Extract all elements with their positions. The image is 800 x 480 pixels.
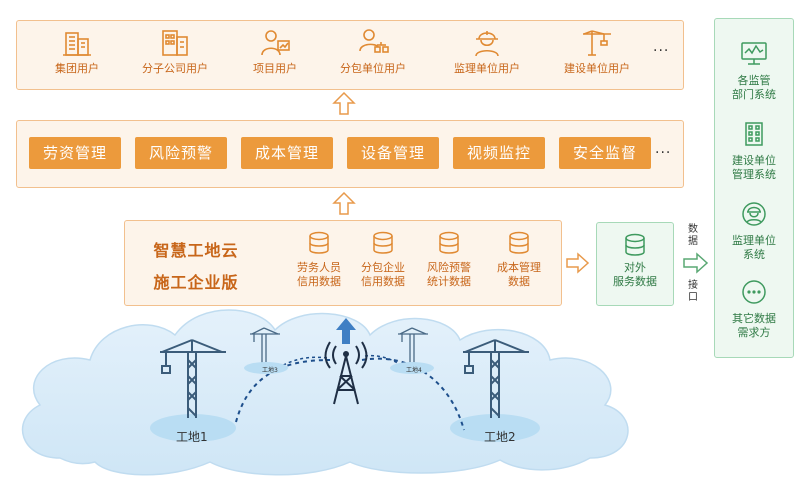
module-labor[interactable]: 劳资管理	[29, 137, 121, 169]
side-item-other-demand[interactable]: 其它数据需求方	[715, 279, 793, 340]
cloud-platform-box: 智慧工地云 施工企业版 劳务人员 信用数据 分包企业 信用数据 风险预警 统计数…	[124, 220, 562, 306]
db-risk-stats[interactable]: 风险预警 统计数据	[413, 231, 485, 289]
site3-base	[244, 362, 288, 374]
user-group[interactable]: 集团用户	[27, 27, 127, 76]
crane-icon	[583, 30, 611, 56]
site1-label: 工地1	[176, 430, 208, 444]
module-risk[interactable]: 风险预警	[135, 137, 227, 169]
side-label-line2: 部门系统	[732, 88, 776, 101]
crane-site2	[463, 339, 529, 418]
database-icon	[625, 233, 645, 256]
user-label: 监理单位用户	[454, 62, 520, 75]
building-icon	[745, 122, 763, 146]
site2-base	[450, 414, 540, 442]
uplink-arrow	[336, 318, 356, 344]
side-label-line2: 系统	[743, 248, 765, 261]
database-icon	[439, 231, 459, 254]
crane-site4	[398, 327, 428, 366]
side-label: 各监管部门系统	[715, 74, 793, 102]
interface-label-bottom: 接口	[688, 280, 698, 303]
presenter-icon	[261, 30, 290, 56]
database-icon	[373, 231, 393, 254]
user-subcontractor[interactable]: 分包单位用户	[323, 27, 423, 76]
signal-tower	[324, 341, 368, 405]
worker-icon	[742, 202, 766, 226]
crane-site3	[250, 327, 280, 366]
up-arrow-icon	[332, 92, 356, 115]
db-label: 劳务人员	[297, 261, 341, 274]
building-icon	[63, 32, 91, 56]
side-label: 其它数据需求方	[715, 312, 793, 340]
db-label: 数据	[508, 275, 530, 288]
db-label: 统计数据	[427, 275, 471, 288]
cloud-title-line1: 智慧工地云	[153, 241, 239, 260]
side-label-line1: 其它数据	[732, 312, 776, 325]
right-arrow-icon	[683, 252, 709, 274]
side-label: 建设单位管理系统	[715, 154, 793, 182]
side-item-regulators[interactable]: 各监管部门系统	[715, 41, 793, 102]
external-service-box[interactable]: 对外 服务数据	[596, 222, 674, 306]
side-item-supervisor-system[interactable]: 监理单位系统	[715, 201, 793, 262]
crane-site1	[160, 339, 226, 418]
users-more: ···	[653, 43, 670, 59]
db-label: 风险预警	[427, 261, 471, 274]
db-label: 信用数据	[297, 275, 341, 288]
module-safety[interactable]: 安全监督	[559, 137, 651, 169]
database-icon	[509, 231, 529, 254]
user-label: 建设单位用户	[564, 62, 630, 75]
network-diagram	[160, 318, 529, 431]
side-label-line1: 监理单位	[732, 234, 776, 247]
user-label: 项目用户	[253, 62, 297, 75]
module-layer: 劳资管理 风险预警 成本管理 设备管理 视频监控 安全监督 ···	[16, 120, 684, 188]
db-cost-data[interactable]: 成本管理 数据	[483, 231, 555, 289]
right-arrow-icon	[566, 252, 590, 274]
side-label-line2: 管理系统	[732, 168, 776, 181]
up-arrow-icon	[332, 192, 356, 215]
db-labor-credit[interactable]: 劳务人员 信用数据	[283, 231, 355, 289]
user-layer: 集团用户 分子公司用户 项目用户	[16, 20, 684, 90]
user-project[interactable]: 项目用户	[225, 27, 325, 76]
module-cost[interactable]: 成本管理	[241, 137, 333, 169]
side-label-line1: 建设单位	[732, 154, 776, 167]
interface-label-top: 数据	[688, 224, 698, 247]
external-systems-panel: 各监管部门系统 建设单位管理系统 监理单位系统 其它数据需求方	[714, 18, 794, 358]
db-subcontract-credit[interactable]: 分包企业 信用数据	[347, 231, 419, 289]
side-label: 监理单位系统	[715, 234, 793, 262]
module-equipment[interactable]: 设备管理	[347, 137, 439, 169]
site2-label: 工地2	[484, 430, 516, 444]
database-icon	[309, 231, 329, 254]
module-video[interactable]: 视频监控	[453, 137, 545, 169]
external-label-line2: 服务数据	[613, 275, 657, 288]
site1-base	[150, 414, 236, 442]
org-user-icon	[359, 29, 389, 53]
office-icon	[162, 30, 188, 56]
site3-label: 工地3	[262, 367, 278, 374]
user-label: 分子公司用户	[142, 62, 208, 75]
side-label-line1: 各监管	[737, 74, 771, 87]
more-icon	[742, 280, 766, 304]
modules-more: ···	[655, 145, 672, 161]
hardhat-icon	[475, 31, 499, 57]
side-label-line2: 需求方	[737, 326, 771, 339]
db-label: 信用数据	[361, 275, 405, 288]
external-label-line1: 对外	[624, 261, 646, 274]
user-label: 集团用户	[55, 62, 99, 75]
db-label: 分包企业	[361, 261, 405, 274]
cloud-title: 智慧工地云 施工企业版	[141, 237, 251, 293]
user-subsidiary[interactable]: 分子公司用户	[125, 27, 225, 76]
link-site3-tower	[277, 356, 329, 369]
user-supervisor[interactable]: 监理单位用户	[437, 27, 537, 76]
side-item-owner-system[interactable]: 建设单位管理系统	[715, 121, 793, 182]
link-tower-site2	[361, 357, 465, 431]
site4-base	[390, 362, 434, 374]
user-label: 分包单位用户	[340, 62, 406, 75]
db-label: 成本管理	[497, 261, 541, 274]
cloud-title-line2: 施工企业版	[153, 273, 239, 292]
monitor-icon	[741, 42, 767, 65]
user-owner[interactable]: 建设单位用户	[547, 27, 647, 76]
site4-label: 工地4	[406, 367, 422, 374]
